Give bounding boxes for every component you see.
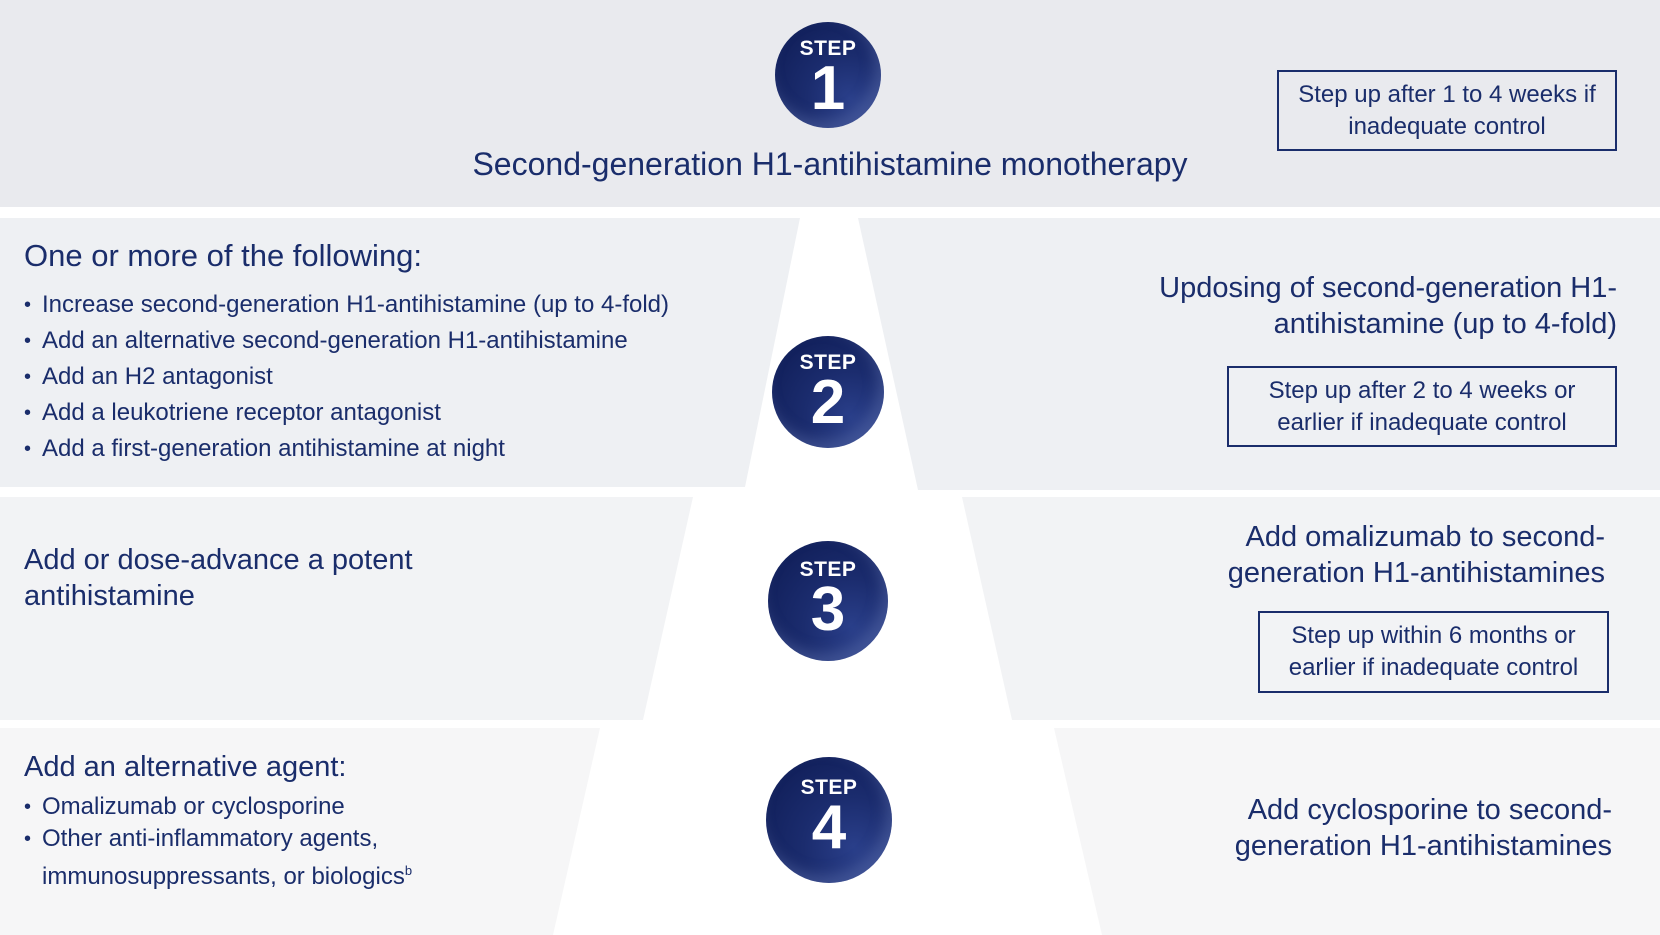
step-3-box: Step up within 6 months or earlier if in… bbox=[1258, 611, 1609, 693]
step-1-badge: STEP 1 bbox=[775, 22, 881, 128]
step-2-badge-label: STEP bbox=[799, 351, 857, 374]
step-2-badge-number: 2 bbox=[810, 368, 846, 437]
step-1-title: Second-generation H1-antihistamine monot… bbox=[472, 146, 1188, 182]
list-item: Add an H2 antagonist bbox=[24, 359, 764, 395]
list-item: Other anti-inflammatory agents, immunosu… bbox=[24, 823, 544, 893]
list-item: Increase second-generation H1-antihistam… bbox=[24, 287, 764, 323]
list-item-text: Other anti-inflammatory agents, immunosu… bbox=[42, 825, 405, 890]
step-1-badge-number: 1 bbox=[810, 54, 846, 123]
step-4-bullet-list: Omalizumab or cyclosporine Other anti-in… bbox=[24, 791, 544, 893]
step-3-badge-number: 3 bbox=[810, 575, 846, 644]
step-1-box: Step up after 1 to 4 weeks if inadequate… bbox=[1277, 70, 1617, 151]
step-3-right-title: Add omalizumab to second-generation H1-a… bbox=[1227, 521, 1605, 589]
step-3-left-title: Add or dose-advance a potent antihistami… bbox=[24, 544, 413, 612]
band-step-3-right bbox=[962, 497, 1660, 720]
step-3-badge: STEP 3 bbox=[768, 541, 888, 661]
band-step-3-left bbox=[0, 497, 693, 720]
step-4-badge: STEP 4 bbox=[766, 757, 892, 883]
band-step-2-right bbox=[858, 218, 1660, 490]
step-2-badge: STEP 2 bbox=[772, 336, 884, 448]
step-3-badge-label: STEP bbox=[799, 558, 857, 581]
step-2-left-title: One or more of the following: bbox=[24, 238, 423, 273]
step-4-badge-label: STEP bbox=[800, 776, 858, 799]
step-4-right-title: Add cyclosporine to second-generation H1… bbox=[1234, 794, 1612, 862]
list-item: Add a first-generation antihistamine at … bbox=[24, 431, 764, 467]
step-2-right-title: Updosing of second-generation H1-antihis… bbox=[1159, 272, 1617, 340]
step-1-badge-label: STEP bbox=[799, 37, 857, 60]
list-item: Add a leukotriene receptor antagonist bbox=[24, 395, 764, 431]
step-2-box: Step up after 2 to 4 weeks or earlier if… bbox=[1227, 366, 1617, 447]
footnote-marker: b bbox=[404, 863, 413, 878]
step-4-badge-number: 4 bbox=[811, 793, 847, 862]
list-item: Add an alternative second-generation H1-… bbox=[24, 323, 764, 359]
list-item: Omalizumab or cyclosporine bbox=[24, 791, 544, 823]
step-2-bullet-list: Increase second-generation H1-antihistam… bbox=[24, 287, 764, 467]
step-4-left-title: Add an alternative agent: bbox=[24, 751, 347, 783]
band-step-4-right bbox=[1054, 728, 1660, 935]
